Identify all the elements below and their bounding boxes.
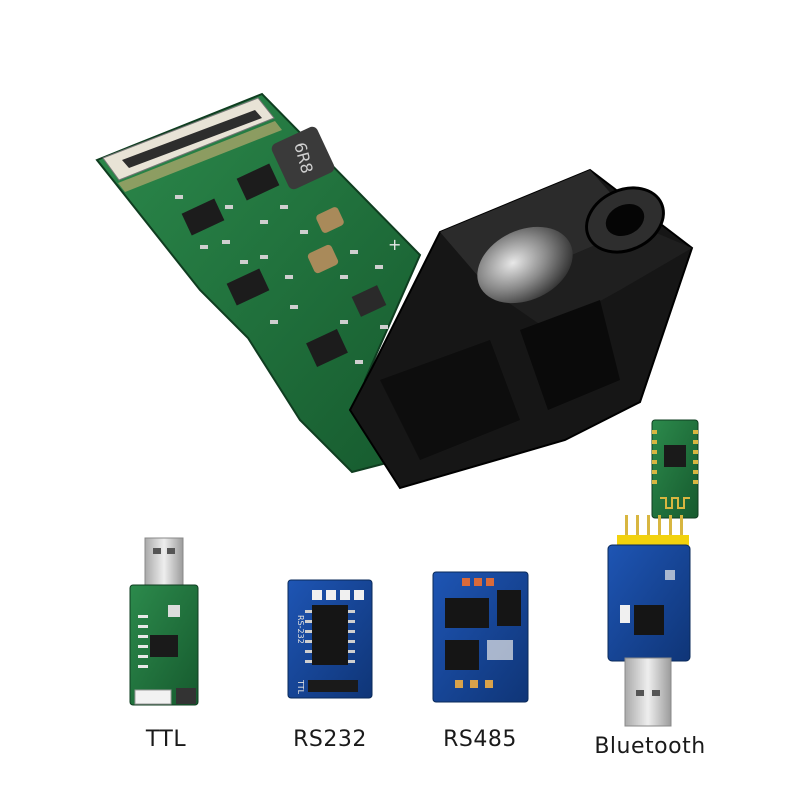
- pin-header: [308, 680, 358, 692]
- header-pins: [625, 515, 683, 537]
- ic-chip: [181, 198, 225, 236]
- bluetooth-adapter: [607, 419, 699, 727]
- label-bluetooth: Bluetooth: [594, 734, 706, 759]
- ic-chip: [236, 163, 280, 201]
- usb-serial-chip: [634, 605, 664, 635]
- header-pads: [462, 578, 494, 586]
- smd-components: [175, 195, 388, 364]
- ic-chip: [306, 329, 348, 367]
- ttl-adapter: [129, 537, 199, 706]
- rs485-chip: [445, 640, 479, 670]
- ic-chip: [226, 268, 270, 306]
- rs485-adapter: [432, 571, 529, 703]
- usb-serial-chip: [150, 635, 178, 657]
- capacitors: [312, 590, 364, 600]
- capacitor: [307, 244, 339, 274]
- rs485-chip: [445, 598, 489, 628]
- max232-chip: [312, 605, 348, 665]
- polarity-mark: +: [388, 235, 401, 254]
- bluetooth-module: [651, 419, 699, 519]
- ttl-silkscreen: TTL: [296, 679, 305, 695]
- ic-chip: [351, 285, 387, 317]
- jst-connector: [134, 689, 172, 705]
- rs232-silkscreen: RS-232: [296, 615, 305, 644]
- label-rs232: RS232: [293, 727, 367, 752]
- lens: [477, 226, 573, 304]
- usb-plug: [624, 657, 672, 727]
- rs485-chip: [497, 590, 521, 626]
- main-pcb: 6R8 +: [95, 92, 422, 474]
- rs232-adapter: RS-232 TTL: [287, 579, 373, 699]
- inductor: 6R8: [271, 126, 335, 190]
- label-ttl: TTL: [145, 727, 187, 752]
- capacitor: [316, 207, 344, 233]
- optical-housing: [348, 168, 694, 490]
- label-rs485: RS485: [443, 727, 517, 752]
- laser-module: 6R8 +: [95, 92, 694, 490]
- pin-labels: [138, 615, 148, 668]
